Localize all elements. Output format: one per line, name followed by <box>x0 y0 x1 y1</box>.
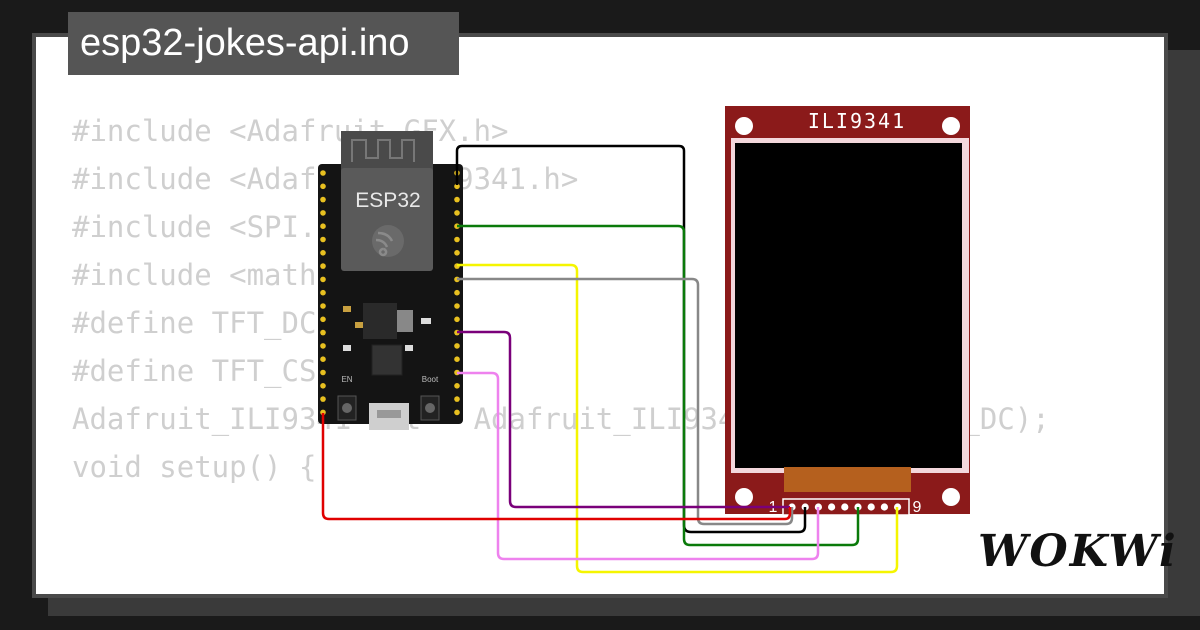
esp32-module-shield <box>341 168 433 271</box>
display-screen <box>735 143 962 468</box>
display-pin[interactable] <box>828 503 836 511</box>
wifi-antenna <box>341 131 433 171</box>
gpio-pin[interactable] <box>320 356 326 363</box>
wokwi-logo: WOKWi <box>978 526 1178 577</box>
mount-hole <box>942 117 960 135</box>
gpio-pin[interactable] <box>320 343 326 349</box>
gpio-pin[interactable] <box>320 383 326 389</box>
gpio-pin[interactable] <box>320 396 326 402</box>
wires <box>321 144 899 574</box>
gpio-pin[interactable] <box>320 263 326 269</box>
esp32-left-pin-header <box>320 170 326 416</box>
espressif-logo-icon <box>372 225 404 257</box>
gpio-pin[interactable] <box>320 170 326 176</box>
ili9341-display[interactable]: ILI9341 1 9 <box>725 106 970 516</box>
boot-button-label: Boot <box>422 375 439 384</box>
gpio-pin[interactable] <box>320 289 326 296</box>
usb-uart-chip <box>371 344 403 376</box>
wire-miso[interactable] <box>457 277 794 526</box>
gpio-pin[interactable] <box>454 396 460 402</box>
gpio-pin[interactable] <box>454 316 460 323</box>
smd-component <box>405 345 413 351</box>
esp32-right-pin-header <box>454 170 460 416</box>
smd-component <box>343 345 351 351</box>
gpio-pin[interactable] <box>454 343 460 349</box>
gpio-pin[interactable] <box>454 250 460 256</box>
gpio-pin[interactable] <box>454 236 460 243</box>
usb-opening <box>377 410 401 418</box>
pin-label-last: 9 <box>913 499 922 516</box>
gpio-pin[interactable] <box>320 369 326 376</box>
display-pin[interactable] <box>880 503 889 511</box>
gpio-pin[interactable] <box>454 303 460 309</box>
wire-dc[interactable] <box>457 330 790 509</box>
esp32-board[interactable]: ESP32 EN Boot <box>318 131 463 430</box>
gpio-pin[interactable] <box>454 289 460 296</box>
gpio-pin[interactable] <box>320 276 326 283</box>
en-button-label: EN <box>341 375 352 384</box>
gpio-pin[interactable] <box>454 183 460 190</box>
antenna-trace <box>351 139 415 162</box>
gpio-pin[interactable] <box>320 236 326 243</box>
display-pin[interactable] <box>867 503 875 511</box>
smd-component <box>343 306 351 312</box>
wire-sck[interactable] <box>457 263 899 574</box>
gpio-pin[interactable] <box>320 409 326 416</box>
mount-hole <box>942 488 960 506</box>
boot-button-cap <box>425 403 435 413</box>
gpio-pin[interactable] <box>320 183 326 190</box>
regulator-chip <box>363 303 397 339</box>
smd-component <box>421 318 431 324</box>
code-line: void setup() { <box>72 450 317 484</box>
gpio-pin[interactable] <box>320 250 326 256</box>
display-model-label: ILI9341 <box>808 109 906 133</box>
en-button-cap <box>342 403 352 413</box>
gpio-pin[interactable] <box>320 210 326 216</box>
smd-component <box>355 322 363 328</box>
preview-card: #include <Adafruit_GFX.h>#include <Adafr… <box>32 33 1168 598</box>
gpio-pin[interactable] <box>320 316 326 323</box>
display-flex-connector <box>784 467 911 492</box>
esp32-label: ESP32 <box>355 189 420 212</box>
gpio-pin[interactable] <box>454 196 460 203</box>
regulator-tab <box>397 310 413 332</box>
mount-hole <box>735 488 753 506</box>
display-pin[interactable] <box>841 503 849 511</box>
gpio-pin[interactable] <box>454 210 460 216</box>
project-filename-tab: esp32-jokes-api.ino <box>68 12 459 75</box>
wire-vcc[interactable] <box>321 413 792 521</box>
mount-hole <box>735 117 753 135</box>
gpio-pin[interactable] <box>454 383 460 389</box>
gpio-pin[interactable] <box>320 329 326 336</box>
gpio-pin[interactable] <box>320 196 326 203</box>
wire-cs[interactable] <box>457 371 820 561</box>
wire-mosi[interactable] <box>457 224 860 547</box>
gpio-pin[interactable] <box>454 409 460 416</box>
gpio-pin[interactable] <box>320 303 326 309</box>
gpio-pin[interactable] <box>320 223 326 229</box>
gpio-pin[interactable] <box>454 356 460 363</box>
